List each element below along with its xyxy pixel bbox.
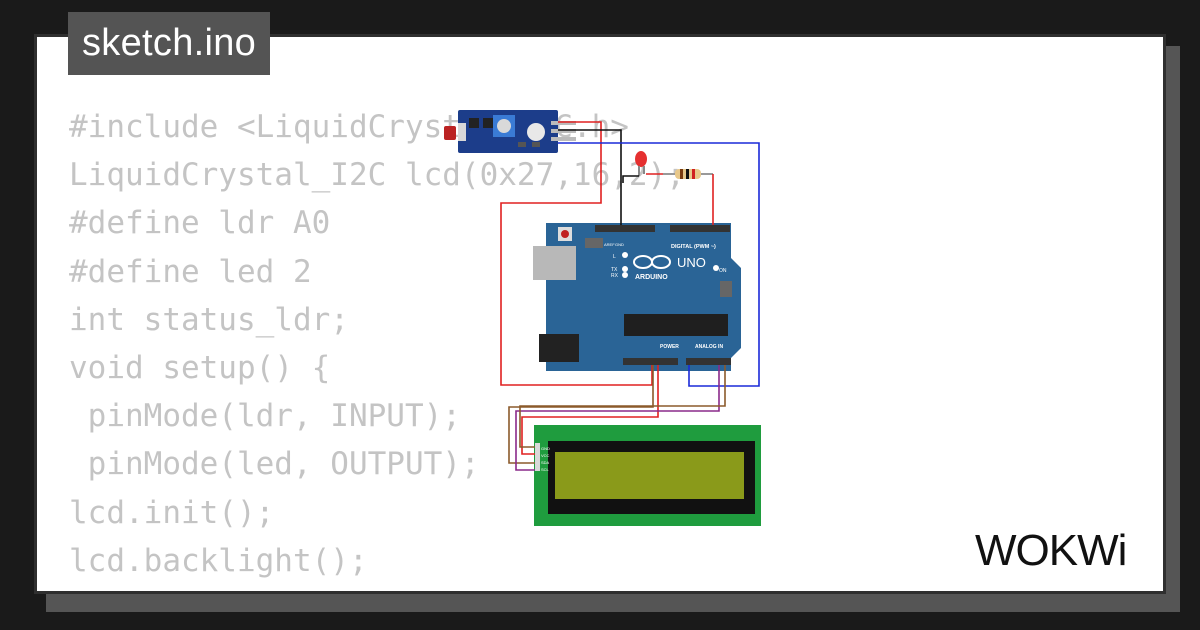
resistor[interactable] xyxy=(663,169,713,179)
wokwi-logo-text: WOKWi xyxy=(975,526,1126,573)
digital-header-label: DIGITAL (PWM ~) xyxy=(671,244,716,250)
wire-brown-lcd-scl xyxy=(519,365,726,448)
l-led-label: L xyxy=(613,254,616,260)
code-line: void setup() { xyxy=(69,349,331,386)
red-led[interactable] xyxy=(635,151,647,176)
ldr-sensor-module[interactable] xyxy=(444,110,576,153)
rx-led-label: RX xyxy=(611,273,619,279)
lcd-pin-sda: SDA xyxy=(541,460,550,465)
wire-brown-lcd-gnd xyxy=(508,365,654,464)
lcd-pin-gnd: GND xyxy=(541,446,550,451)
code-line: pinMode(ldr, INPUT); xyxy=(69,398,461,435)
wire-black-led xyxy=(622,175,639,183)
code-line: #define ldr A0 xyxy=(69,205,331,242)
wokwi-logo: WOKWi xyxy=(975,526,1127,573)
wire-red-vcc xyxy=(500,121,653,386)
aref-pin-label: AREF xyxy=(604,242,615,247)
wire-blue-ldr xyxy=(558,142,760,387)
circuit-diagram: ARDUINO UNO DIGITAL (PWM ~) POWER ANALOG… xyxy=(444,110,761,526)
code-line: #define led 2 xyxy=(69,253,312,290)
on-led-label: ON xyxy=(719,268,727,274)
power-header-label: POWER xyxy=(660,344,679,350)
lcd-16x2-display[interactable]: GND VCC SDA SCL xyxy=(534,425,761,526)
tx-led-label: TX xyxy=(611,267,618,273)
code-line: lcd.backlight(); xyxy=(69,542,368,579)
arduino-uno-board[interactable]: ARDUINO UNO DIGITAL (PWM ~) POWER ANALOG… xyxy=(533,223,741,371)
board-model-label: UNO xyxy=(677,255,706,270)
code-line: } xyxy=(69,585,685,592)
lcd-pin-vcc: VCC xyxy=(541,453,550,458)
preview-card: #include <LiquidCrystal_I2C.h>LiquidCrys… xyxy=(34,34,1166,594)
code-line: LiquidCrystal_I2C lcd(0x27,16,2); xyxy=(69,157,685,194)
lcd-pin-scl: SCL xyxy=(541,467,550,472)
board-brand-label: ARDUINO xyxy=(635,274,668,281)
wires xyxy=(500,121,760,471)
wire-black-gnd xyxy=(558,129,622,225)
gnd-pin-label: GND xyxy=(615,242,624,247)
code-line: lcd.init(); xyxy=(69,494,275,531)
file-title-tag: sketch.ino xyxy=(68,12,271,75)
wire-purple-lcd-sda xyxy=(515,365,720,471)
code-line: int status_ldr; xyxy=(69,301,349,338)
analog-header-label: ANALOG IN xyxy=(695,344,723,350)
code-line: pinMode(led, OUTPUT); xyxy=(69,446,480,483)
wire-red-lcd-vcc xyxy=(521,365,659,455)
code-view: #include <LiquidCrystal_I2C.h>LiquidCrys… xyxy=(69,103,685,592)
